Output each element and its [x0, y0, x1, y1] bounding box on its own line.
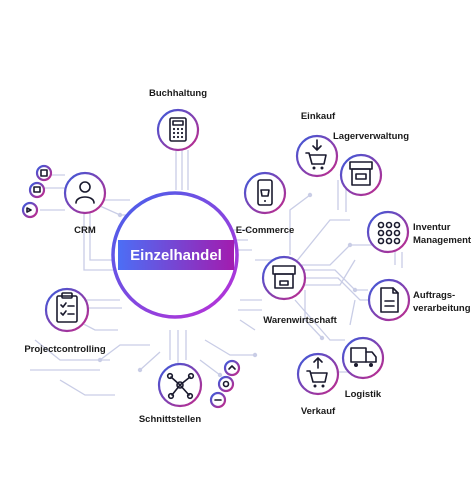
hub-einzelhandel: Einzelhandel	[111, 191, 239, 319]
truck-icon	[350, 347, 377, 367]
label-inventur-line2: Management	[413, 235, 472, 246]
node-warenwirtschaft: Warenwirtschaft	[261, 255, 338, 326]
node-schnittstellen: Schnittstellen	[139, 362, 203, 425]
crm-satellites	[21, 164, 53, 219]
link-icon	[228, 365, 236, 370]
calculator-icon	[169, 117, 187, 142]
box-icon	[272, 265, 296, 289]
grid-dots-icon	[377, 221, 401, 245]
label-verkauf: Verkauf	[301, 406, 336, 417]
label-logistik: Logistik	[345, 389, 382, 400]
network-icon	[166, 372, 195, 400]
label-warenwirtschaft: Warenwirtschaft	[263, 315, 337, 326]
node-inventur-management: Inventur Management	[366, 210, 472, 254]
label-schnittstellen: Schnittstellen	[139, 414, 201, 425]
node-lagerverwaltung: Lagerverwaltung	[333, 131, 409, 197]
circuit-dots	[69, 192, 358, 378]
node-logistik: Logistik	[341, 336, 385, 400]
label-buchhaltung: Buchhaltung	[149, 88, 207, 99]
warehouse-icon	[349, 161, 373, 186]
document-icon	[380, 287, 399, 313]
node-projectcontrolling: Projectcontrolling	[24, 287, 106, 355]
label-projectcontrolling: Projectcontrolling	[24, 344, 105, 355]
label-crm: CRM	[74, 225, 96, 236]
cart-down-icon	[305, 139, 327, 170]
label-auftrags-line1: Auftrags-	[413, 290, 455, 301]
label-auftrags-line2: verarbeitung	[413, 303, 471, 314]
mail-icon	[33, 186, 41, 193]
label-lagerverwaltung: Lagerverwaltung	[333, 131, 409, 142]
label-ecommerce: E-Commerce	[236, 225, 295, 236]
label-inventur-line1: Inventur	[413, 222, 451, 233]
node-einkauf: Einkauf	[295, 111, 339, 178]
gear-icon	[222, 380, 230, 388]
node-auftragsverarbeitung: Auftrags- verarbeitung	[367, 278, 471, 322]
clipboard-icon	[56, 292, 78, 323]
node-buchhaltung: Buchhaltung	[149, 88, 207, 152]
megaphone-icon	[26, 207, 32, 213]
user-icon	[75, 181, 95, 204]
smartphone-icon	[257, 179, 273, 206]
hub-band	[118, 240, 234, 270]
phone-icon	[40, 169, 48, 177]
node-ecommerce: E-Commerce	[236, 171, 295, 236]
label-einkauf: Einkauf	[301, 111, 336, 122]
node-crm: CRM	[63, 171, 107, 236]
hub-label: Einzelhandel	[130, 247, 222, 264]
node-verkauf: Verkauf	[296, 352, 340, 417]
cart-up-icon	[306, 357, 328, 388]
schnittstellen-satellites	[209, 359, 241, 409]
